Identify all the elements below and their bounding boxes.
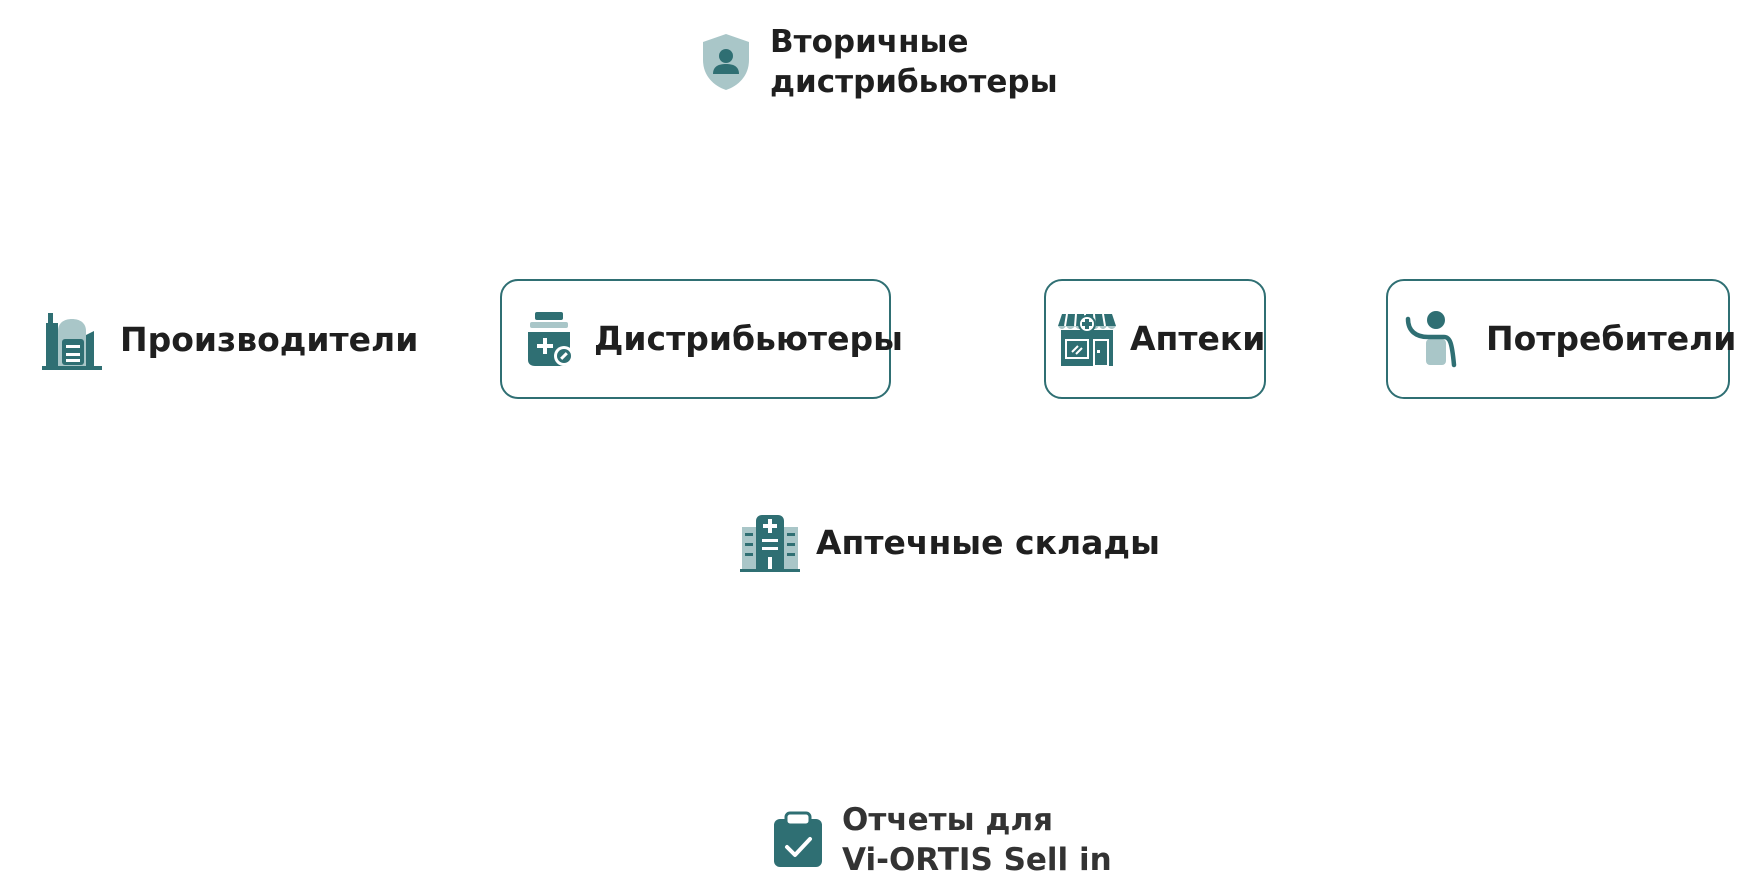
reports-line2: Vi-ORTIS Sell in [842, 842, 1112, 878]
node-pharmacies: Аптеки [1044, 279, 1266, 399]
shield-user-icon [703, 34, 749, 90]
node-pharmacy-warehouses: Аптечные склады [740, 511, 1160, 575]
consumers-label: Потребители [1486, 319, 1737, 359]
person-waving-icon [1405, 311, 1457, 368]
hospital-building-icon [740, 515, 800, 572]
reports-line1: Отчеты для [842, 802, 1054, 838]
node-consumers: Потребители [1386, 279, 1736, 399]
pharmacy-store-icon [1058, 313, 1116, 367]
pharmacy-warehouses-label: Аптечные склады [816, 523, 1160, 563]
medicine-jar-icon [528, 312, 574, 366]
node-distributors: Дистрибьютеры [500, 279, 903, 399]
secondary-distributors-label: Вторичные дистрибьютеры [770, 22, 1058, 102]
distributors-label: Дистрибьютеры [594, 319, 903, 359]
factory-icon [42, 313, 102, 370]
pharmacies-label: Аптеки [1130, 319, 1266, 359]
node-secondary-distributors: Вторичные дистрибьютеры [700, 22, 1058, 102]
secondary-distributors-line1: Вторичные [770, 24, 969, 60]
reports-label: Отчеты для Vi-ORTIS Sell in [842, 800, 1112, 880]
manufacturers-label: Производители [120, 320, 419, 360]
clipboard-check-icon [774, 811, 822, 867]
secondary-distributors-line2: дистрибьютеры [770, 64, 1058, 100]
node-manufacturers: Производители [42, 280, 418, 400]
node-reports: Отчеты для Vi-ORTIS Sell in [772, 800, 1112, 880]
